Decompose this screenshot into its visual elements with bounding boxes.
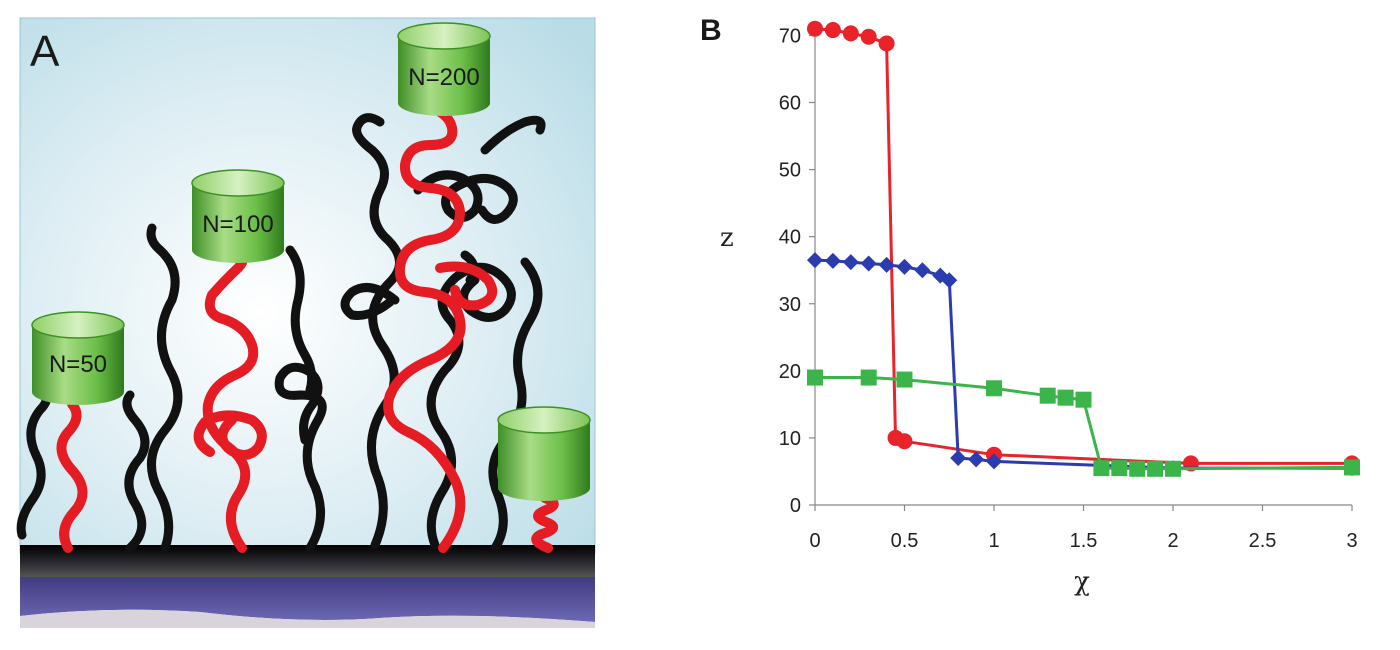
y-axis-title: z: [720, 223, 734, 253]
data-point: [1344, 459, 1360, 476]
data-point: [878, 35, 895, 52]
can-label: N=50: [49, 351, 107, 378]
data-point: [860, 255, 877, 272]
protein-can-n50: N=50: [31, 311, 125, 405]
protein-can-n200: N=200: [397, 22, 491, 116]
data-point: [878, 256, 895, 273]
can-top: [191, 169, 285, 197]
brush-chain: [480, 115, 546, 155]
data-point: [1057, 389, 1074, 406]
brush-chain: [16, 387, 52, 540]
data-point: [807, 252, 823, 269]
data-point: [896, 433, 913, 450]
data-point: [1093, 460, 1110, 477]
data-point: [941, 272, 958, 289]
brush-chain: [340, 283, 400, 320]
data-point: [842, 25, 859, 42]
tethered-chain: [435, 261, 498, 311]
data-point: [807, 20, 823, 37]
series-diamond: [807, 252, 1360, 477]
y-tick-label: 40: [779, 227, 801, 249]
can-label: N=100: [202, 211, 273, 238]
x-tick-label: 0: [809, 530, 820, 552]
tethered-chains: [56, 107, 559, 553]
data-point: [986, 380, 1002, 397]
x-tick-label: 1: [988, 530, 999, 552]
x-axis-title: χ: [1074, 567, 1090, 597]
brush-chain: [426, 262, 516, 550]
tethered-chain: [56, 399, 88, 553]
substrate-base-light: [20, 609, 595, 628]
data-point: [860, 369, 877, 386]
data-point: [1165, 460, 1181, 477]
series-line: [814, 27, 1352, 465]
tethered-chain: [383, 107, 466, 553]
brush-chain: [488, 257, 543, 553]
can-top: [31, 311, 125, 339]
y-tick-label: 20: [779, 361, 801, 383]
y-tick-label: 10: [779, 428, 801, 450]
data-point: [807, 369, 823, 386]
y-tick-label: 60: [779, 93, 801, 115]
data-point: [914, 262, 931, 279]
data-point: [860, 28, 877, 45]
data-point: [1039, 387, 1056, 404]
protein-can-collapsed: [497, 406, 591, 501]
tethered-chain: [531, 493, 559, 553]
can-body: [398, 36, 490, 116]
brush-chains: [16, 113, 546, 553]
panel-a-illustration: N=50 N=100 N=200 A: [16, 17, 596, 628]
x-tick-label: 2.5: [1249, 530, 1277, 552]
x-ticks: 0 0.5 1 1.5 2 2.5 3: [809, 505, 1358, 552]
substrate-base: [20, 575, 595, 622]
tethered-chain: [193, 245, 267, 553]
y-tick-label: 70: [779, 25, 801, 47]
data-point: [842, 254, 859, 271]
can-body: [32, 325, 124, 405]
data-point: [1129, 460, 1146, 477]
panel-a-letter: A: [30, 27, 60, 76]
y-ticks: 0 10 20 30 40 50 60 70: [779, 25, 815, 517]
brush-chain: [285, 245, 317, 395]
data-point: [1111, 460, 1128, 477]
series-layer: [807, 20, 1360, 477]
x-tick-label: 0.5: [891, 530, 919, 552]
data-point: [824, 22, 841, 39]
data-point: [1147, 460, 1164, 477]
data-point: [968, 451, 985, 468]
data-point: [896, 371, 913, 388]
brush-chain: [146, 223, 183, 553]
panel-b-chart: B 0 10 20 30 40 50 60 70 0 0.5 1 1.5 2 2.5 3 z χ: [700, 14, 1360, 597]
y-tick-label: 0: [790, 495, 801, 517]
x-tick-label: 1.5: [1070, 530, 1098, 552]
can-body: [192, 183, 284, 263]
data-point: [896, 258, 913, 275]
x-tick-label: 2: [1167, 530, 1178, 552]
series-square: [807, 369, 1360, 477]
can-top: [397, 22, 491, 50]
x-tick-label: 3: [1346, 530, 1357, 552]
protein-can-n100: N=100: [191, 169, 285, 263]
panel-b-letter: B: [700, 14, 722, 47]
brush-chain: [274, 362, 327, 553]
y-tick-label: 30: [779, 294, 801, 316]
brush-chain: [122, 390, 150, 553]
can-top: [497, 406, 591, 434]
data-point: [986, 453, 1002, 470]
data-point: [950, 450, 967, 467]
can-body: [498, 420, 590, 501]
data-point: [824, 252, 841, 269]
data-point: [1075, 391, 1092, 408]
can-label: N=200: [408, 64, 479, 91]
y-tick-label: 50: [779, 160, 801, 182]
